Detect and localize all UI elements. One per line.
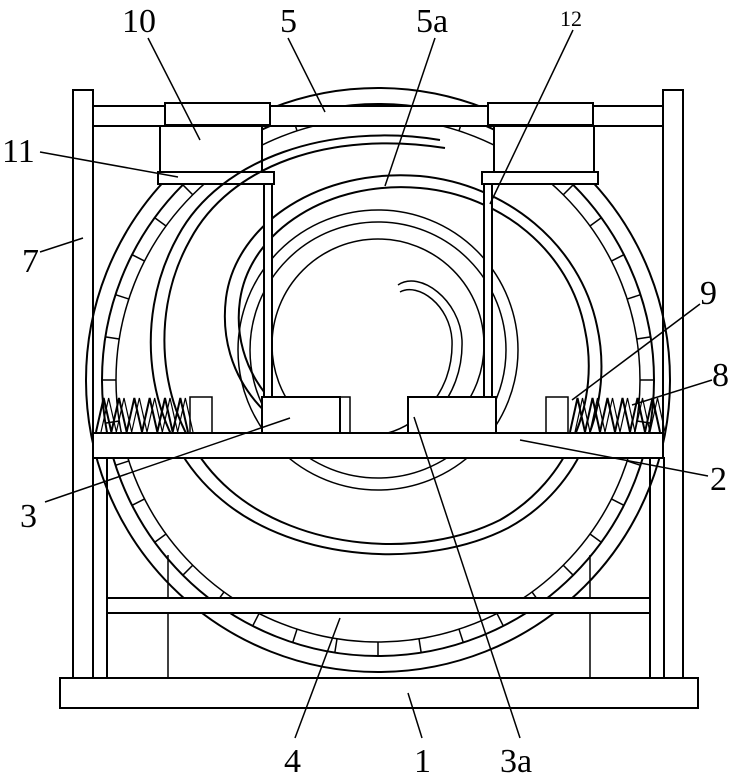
label-7: 7 <box>22 243 39 280</box>
platform <box>93 433 663 458</box>
left-motor-housing <box>160 126 262 172</box>
rim-tick <box>116 295 129 299</box>
label-3: 3 <box>20 498 37 535</box>
right-spring-stop <box>546 397 568 433</box>
rim-tick <box>155 534 166 542</box>
lower-crossbar <box>107 598 650 613</box>
rim-tick <box>611 499 623 505</box>
rim-tick <box>155 218 166 226</box>
right-bracket <box>482 172 598 184</box>
outer-rim-groove <box>116 118 640 642</box>
rim-tick <box>611 255 623 261</box>
label-1: 1 <box>414 743 431 778</box>
right-rod <box>484 184 492 406</box>
left-rod <box>264 184 272 406</box>
rim-tick <box>253 613 259 625</box>
rim-tick <box>335 639 337 653</box>
right-block <box>408 397 496 433</box>
label-11: 11 <box>2 133 35 170</box>
label-5a: 5a <box>416 3 448 40</box>
right-frame-post <box>663 90 683 678</box>
left-block-edge <box>340 397 350 433</box>
rim-segments <box>102 104 654 656</box>
rim-tick <box>132 255 144 261</box>
base-plate <box>60 678 698 708</box>
rim-tick <box>132 499 144 505</box>
rim-tick <box>627 295 640 299</box>
left-block <box>262 397 340 433</box>
left-frame-post <box>73 90 93 678</box>
spiral-inner-path <box>151 135 602 554</box>
rim-tick <box>105 337 119 339</box>
rim-tick <box>563 185 573 195</box>
label-3a: 3a <box>500 743 532 778</box>
label-5: 5 <box>280 3 297 40</box>
left-inner-leg <box>93 458 107 678</box>
rim-tick <box>183 565 193 575</box>
rim-tick <box>590 218 601 226</box>
rim-tick <box>105 421 119 423</box>
left-spring-stop <box>190 397 212 433</box>
rim-tick <box>497 613 503 625</box>
label-2: 2 <box>710 461 727 498</box>
rim-tick <box>116 461 129 465</box>
right-motor-cap <box>488 103 593 125</box>
label-4: 4 <box>284 743 301 778</box>
label-9: 9 <box>700 275 717 312</box>
label-8: 8 <box>712 357 729 394</box>
rim-tick <box>590 534 601 542</box>
label-10: 10 <box>122 3 156 40</box>
right-inner-leg <box>650 458 664 678</box>
rim-tick <box>563 565 573 575</box>
left-motor-cap <box>165 103 270 125</box>
rim-tick <box>293 629 297 642</box>
rim-tick <box>419 639 421 653</box>
rim-tick <box>183 185 193 195</box>
rim-tick <box>459 629 463 642</box>
label-12: 12 <box>560 6 582 31</box>
rim-tick <box>637 337 651 339</box>
